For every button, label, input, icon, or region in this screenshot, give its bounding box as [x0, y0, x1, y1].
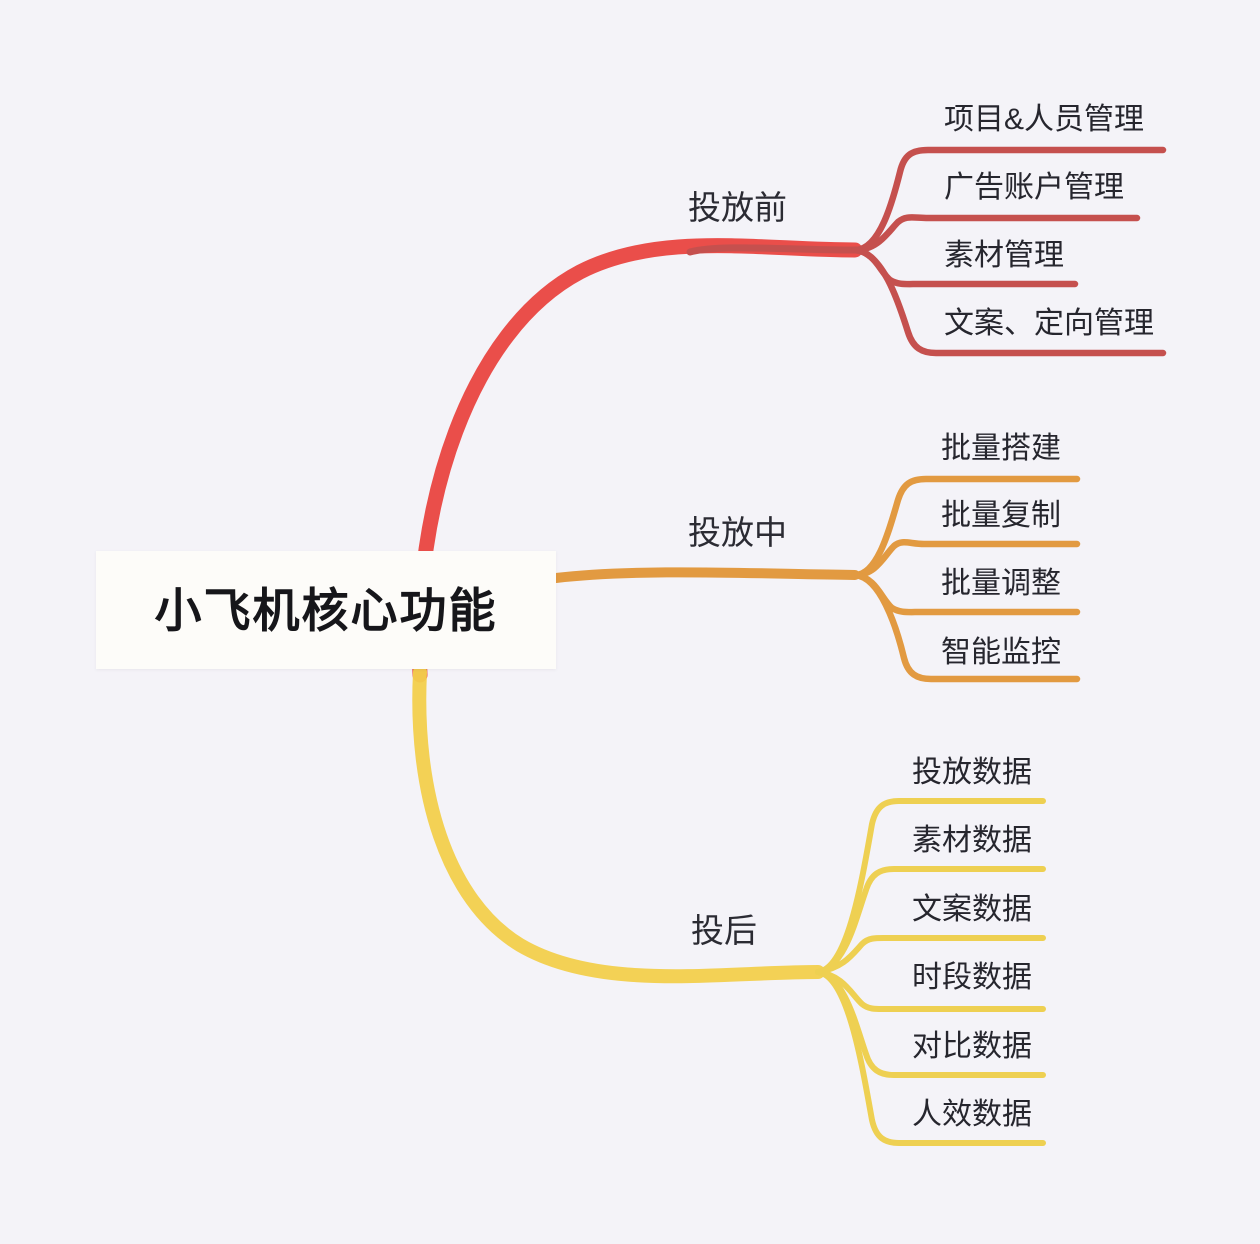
leaf-connector-piliang-dajian [851, 475, 1081, 579]
leaf-label-duibi-shuju[interactable]: 对比数据 [912, 1030, 1032, 1063]
leaf-label-piliang-dajian[interactable]: 批量搭建 [941, 432, 1061, 465]
leaf-label-renxiao-shuju[interactable]: 人效数据 [912, 1098, 1032, 1131]
branch-label-tou-fang-qian[interactable]: 投放前 [688, 189, 787, 226]
leaf-label-xiangmu-renyuan-guanli[interactable]: 项目&人员管理 [944, 103, 1145, 136]
leaf-connector-shiduan-shuju [815, 969, 1046, 1013]
leaf-label-toufang-shuju[interactable]: 投放数据 [912, 756, 1032, 789]
leaf-connector-renxiao-shuju [815, 969, 1046, 1146]
root-node-card[interactable]: 小飞机核心功能 [96, 551, 556, 669]
leaf-label-sucai-shuju[interactable]: 素材数据 [912, 824, 1032, 857]
leaf-connector-wenan-dingxiang-guanli [851, 246, 1167, 357]
branch-trunk-tou-hou [412, 665, 825, 984]
leaf-connector-sucai-shuju [815, 866, 1046, 975]
leaf-connector-wenan-shuju [815, 934, 1046, 975]
leaf-label-wenan-shuju[interactable]: 文案数据 [912, 893, 1032, 926]
leaf-label-shiduan-shuju[interactable]: 时段数据 [912, 961, 1032, 994]
leaf-label-wenan-dingxiang-guanli[interactable]: 文案、定向管理 [944, 307, 1154, 340]
leaf-label-zhineng-jiankong[interactable]: 智能监控 [941, 636, 1061, 669]
branch-trunk-tou-fang-qian-taper [686, 244, 859, 256]
leaf-connector-piliang-fuzhi [851, 539, 1081, 579]
leaf-connector-xiangmu-renyuan-guanli [851, 146, 1167, 254]
leaf-label-sucai-guanli[interactable]: 素材管理 [944, 239, 1064, 272]
leaf-connector-zhineng-jiankong [851, 571, 1081, 683]
branch-label-tou-hou[interactable]: 投后 [691, 912, 757, 949]
leaf-connector-guanggao-zhanghu-guanli [851, 214, 1141, 254]
root-node-label: 小飞机核心功能 [154, 583, 498, 637]
branch-label-tou-fang-zhong[interactable]: 投放中 [688, 514, 787, 551]
leaf-label-piliang-tiaozheng[interactable]: 批量调整 [941, 567, 1061, 600]
leaf-label-piliang-fuzhi[interactable]: 批量复制 [941, 499, 1061, 532]
leaf-label-guanggao-zhanghu-guanli[interactable]: 广告账户管理 [944, 171, 1124, 204]
branch-trunk-tou-fang-zhong [551, 567, 860, 583]
